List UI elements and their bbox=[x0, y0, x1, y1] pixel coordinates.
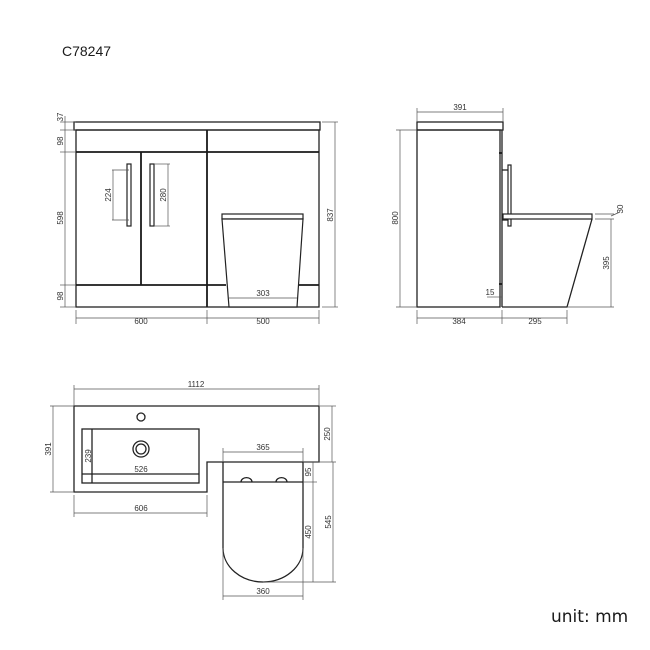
toilet-bowl-plan bbox=[222, 547, 304, 583]
dim-toilet-top-width: 365 bbox=[256, 443, 270, 452]
flush-button-1 bbox=[240, 477, 253, 483]
toilet-bowl-front bbox=[221, 218, 304, 308]
dim-side-depth-top: 391 bbox=[453, 103, 467, 112]
plan-countertop-outline bbox=[73, 405, 320, 493]
dim-cistern-depth: 95 bbox=[304, 467, 313, 476]
dim-handle-length: 280 bbox=[159, 188, 168, 202]
dim-bowl-length: 450 bbox=[304, 525, 313, 539]
front-view: 224 280 303 37 98 598 98 837 600 500 bbox=[56, 112, 338, 326]
product-code: C78247 bbox=[62, 43, 112, 59]
flush-button-2 bbox=[275, 477, 288, 483]
countertop bbox=[73, 121, 321, 131]
vanity-body bbox=[75, 129, 320, 308]
dim-seat-thickness: 30 bbox=[616, 204, 625, 213]
left-door-handle bbox=[126, 163, 132, 227]
dim-toilet-total-length: 545 bbox=[324, 515, 333, 529]
tap-hole bbox=[136, 412, 146, 422]
dim-countertop: 37 bbox=[56, 112, 65, 121]
side-toilet-seat bbox=[502, 213, 593, 220]
unit-label: unit: mm bbox=[551, 607, 629, 627]
dim-unit-height: 800 bbox=[391, 211, 400, 225]
dim-basin-inner-width: 526 bbox=[134, 465, 148, 474]
side-toilet-body bbox=[502, 218, 593, 308]
dim-unit-depth: 384 bbox=[452, 317, 466, 326]
side-countertop bbox=[416, 121, 504, 131]
dim-total-height: 837 bbox=[326, 208, 335, 222]
dim-handle-spacing: 224 bbox=[104, 188, 113, 202]
dim-total-width: 1112 bbox=[188, 380, 205, 389]
dim-toilet-projection: 295 bbox=[528, 317, 542, 326]
dim-toilet-base: 303 bbox=[256, 289, 270, 298]
toilet-seat-front bbox=[221, 213, 304, 220]
drain-inner bbox=[135, 443, 147, 455]
dim-vanity-width: 600 bbox=[134, 317, 148, 326]
dim-basin-inner-depth: 239 bbox=[84, 449, 93, 463]
drain-outer bbox=[132, 440, 150, 458]
dim-step-depth: 250 bbox=[323, 427, 332, 441]
side-view: 30 395 15 391 800 384 295 bbox=[391, 103, 625, 326]
dim-top-drawer: 98 bbox=[56, 136, 65, 145]
plan-view: 239 526 1112 391 606 365 250 bbox=[44, 380, 336, 600]
side-handle bbox=[507, 164, 512, 227]
dim-door-height: 598 bbox=[56, 211, 65, 225]
right-door-handle bbox=[149, 163, 155, 227]
dim-toilet-height: 395 bbox=[602, 256, 611, 270]
dim-toilet-unit-width: 500 bbox=[256, 317, 270, 326]
dim-basin-depth: 391 bbox=[44, 442, 53, 456]
dim-vanity-plan-width: 606 bbox=[134, 504, 148, 513]
basin-outline bbox=[81, 428, 200, 484]
dim-panel-gap: 15 bbox=[486, 288, 495, 297]
dim-bowl-width: 360 bbox=[256, 587, 270, 596]
side-body bbox=[416, 129, 501, 308]
dim-plinth: 98 bbox=[56, 291, 65, 300]
